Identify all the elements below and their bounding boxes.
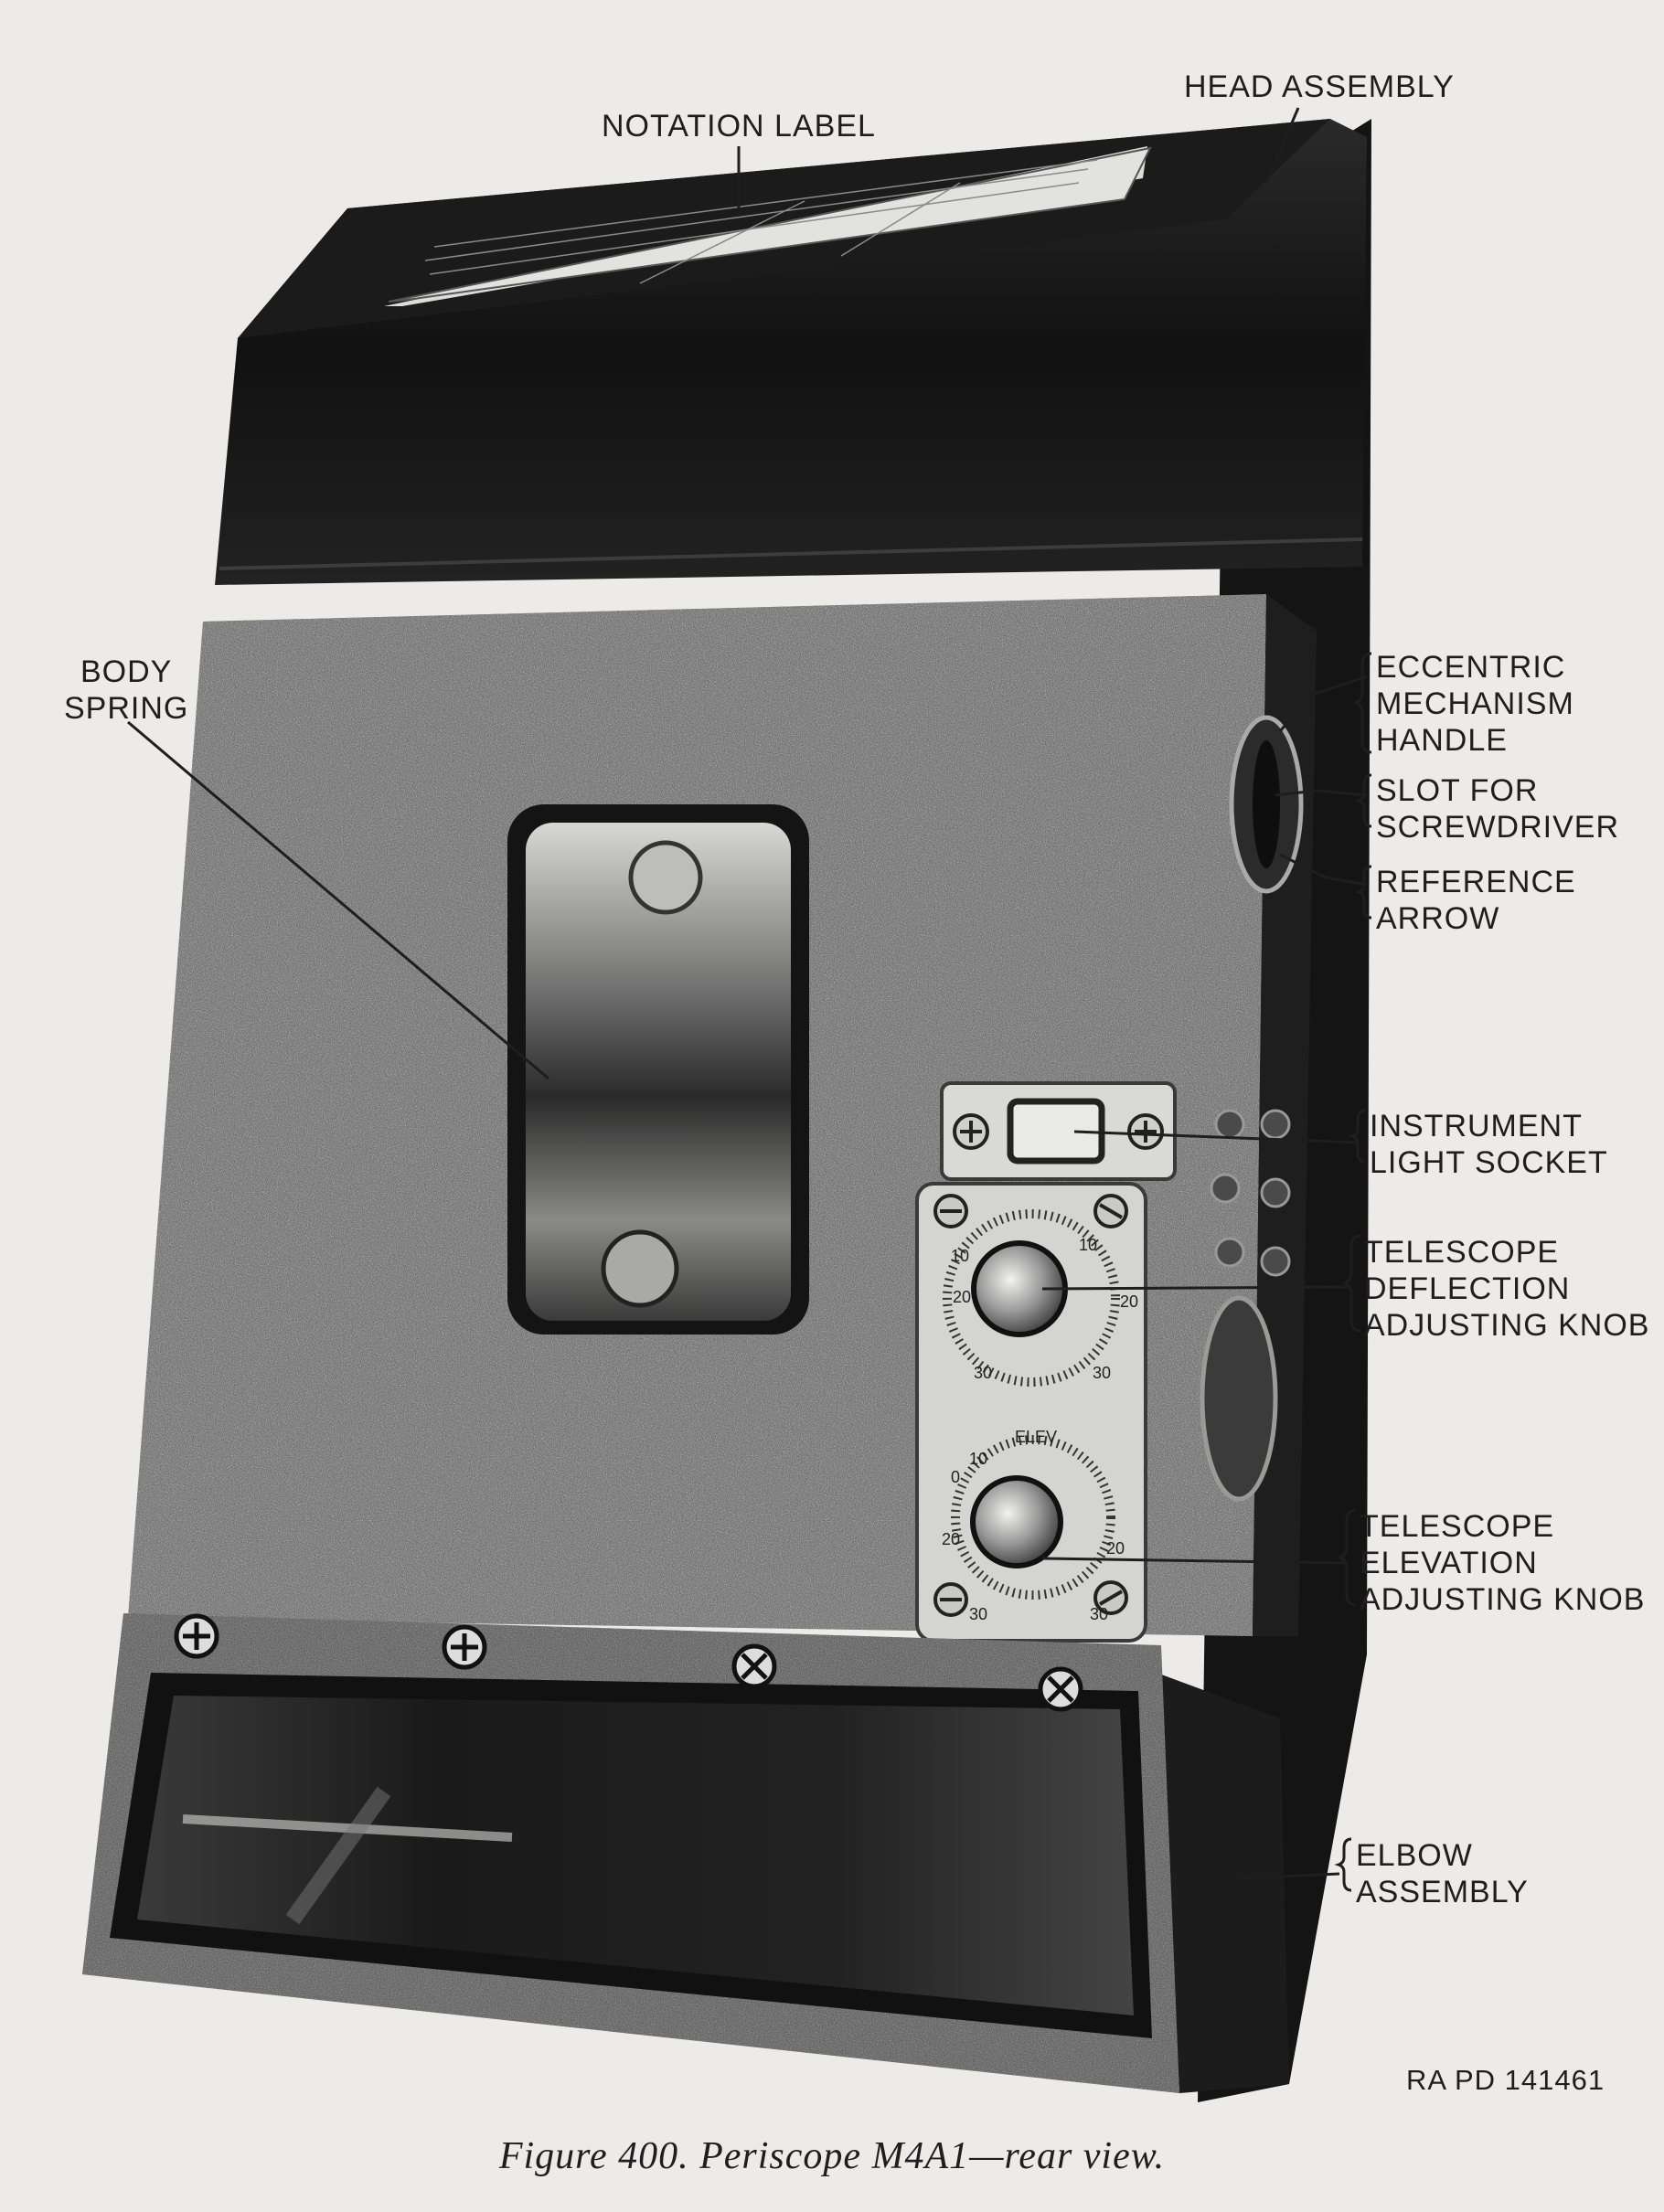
reference-line: REFERENCE <box>1376 865 1576 899</box>
body-spring-upper-stud <box>628 840 703 915</box>
instrument-light-socket <box>1007 1098 1105 1164</box>
elevation-mark: 30 <box>1090 1605 1108 1623</box>
body-spring-line: BODY <box>80 654 173 689</box>
elbow-line: ASSEMBLY <box>1356 1875 1529 1909</box>
eccentric-line: HANDLE <box>1376 723 1508 758</box>
side-rivets <box>1210 1109 1291 1277</box>
deflection-mark: 10 <box>1079 1236 1097 1254</box>
deflection-dial-scale <box>943 1209 1120 1387</box>
elbow-frame-screws <box>174 1613 1083 1712</box>
elevation-mark: 20 <box>942 1530 960 1548</box>
elbow-housing-side <box>1157 1673 1289 2093</box>
deflection-mark: 20 <box>953 1288 971 1306</box>
elevation-knob-callout: TELESCOPE ELEVATION ADJUSTING KNOB <box>1360 1508 1645 1618</box>
eccentric-line: ECCENTRIC <box>1376 650 1566 685</box>
figure-caption: Figure 400. Periscope M4A1—rear view. <box>498 2135 1166 2177</box>
leader-eccentric <box>1278 675 1368 732</box>
deflection-mark: 30 <box>974 1364 992 1382</box>
instrument-line: INSTRUMENT <box>1370 1109 1583 1143</box>
leader-reference <box>1279 853 1368 887</box>
body-spring-lower-stud <box>601 1229 679 1308</box>
elevation-mark: 10 <box>969 1450 987 1468</box>
notation-label-callout: NOTATION LABEL <box>602 109 876 144</box>
head-seam-line <box>219 537 1363 570</box>
leader-body-spring <box>127 720 549 1080</box>
deflection-knob-callout: TELESCOPE DEFLECTION ADJUSTING KNOB <box>1364 1234 1649 1344</box>
slot-line: SCREWDRIVER <box>1376 810 1620 845</box>
elevation-mark: 30 <box>969 1605 987 1623</box>
eccentric-callout: ECCENTRIC MECHANISM HANDLE <box>1376 649 1574 759</box>
elbow-window-glass <box>137 1696 1134 2015</box>
deflection-mark: 10 <box>951 1247 969 1265</box>
elevation-mark: 0 <box>951 1468 960 1486</box>
notation-label-grid <box>424 159 1098 284</box>
elevation-scale-title: ELEV <box>1015 1428 1057 1446</box>
label-braces <box>1334 652 1372 1892</box>
body-spring-line: SPRING <box>64 691 189 726</box>
elevation-line: TELESCOPE <box>1360 1509 1555 1544</box>
side-window <box>1200 1295 1278 1502</box>
screwdriver-slot <box>1253 740 1280 868</box>
elevation-line: ELEVATION <box>1360 1546 1538 1580</box>
deflection-mark: 20 <box>1120 1292 1138 1311</box>
instrument-line: LIGHT SOCKET <box>1370 1145 1608 1180</box>
leader-deflection <box>1041 1285 1349 1291</box>
slot-line: SLOT FOR <box>1376 773 1539 808</box>
plate-number: RA PD 141461 <box>1406 2064 1605 2096</box>
elbow-glass-reflection <box>285 1786 391 1925</box>
leader-elevation <box>1041 1557 1345 1565</box>
leader-instrument <box>1073 1130 1359 1144</box>
instrument-light-callout: INSTRUMENT LIGHT SOCKET <box>1370 1108 1608 1181</box>
elevation-mark: 20 <box>1106 1539 1125 1558</box>
deflection-mark: 30 <box>1093 1364 1111 1382</box>
reference-arrow-callout: REFERENCE ARROW <box>1376 864 1576 937</box>
elevation-line: ADJUSTING KNOB <box>1360 1582 1646 1617</box>
elbow-assembly-callout: ELBOW ASSEMBLY <box>1356 1837 1529 1910</box>
body-spring-callout: BODY SPRING <box>64 654 188 727</box>
elevation-dial-scale <box>951 1435 1115 1600</box>
body-spring-plate <box>526 823 791 1321</box>
slot-callout: SLOT FOR SCREWDRIVER <box>1376 772 1619 845</box>
leader-elbow <box>1238 1872 1340 1880</box>
instrument-plate-screws <box>953 1113 1164 1150</box>
eccentric-line: MECHANISM <box>1376 686 1574 721</box>
head-assembly-callout: HEAD ASSEMBLY <box>1184 69 1455 104</box>
elbow-glass-reflection <box>182 1814 513 1842</box>
deflection-line: ADJUSTING KNOB <box>1364 1308 1650 1343</box>
leader-slot <box>1275 789 1368 797</box>
deflection-line: DEFLECTION <box>1364 1271 1571 1306</box>
reference-line: ARROW <box>1376 901 1500 936</box>
leader-head-assembly <box>1264 107 1300 184</box>
telescope-elevation-adjusting-knob <box>970 1475 1063 1569</box>
leader-lines <box>127 107 1368 1880</box>
elbow-line: ELBOW <box>1356 1838 1473 1873</box>
dial-plate-screws <box>933 1194 1128 1617</box>
deflection-line: TELESCOPE <box>1364 1235 1560 1270</box>
